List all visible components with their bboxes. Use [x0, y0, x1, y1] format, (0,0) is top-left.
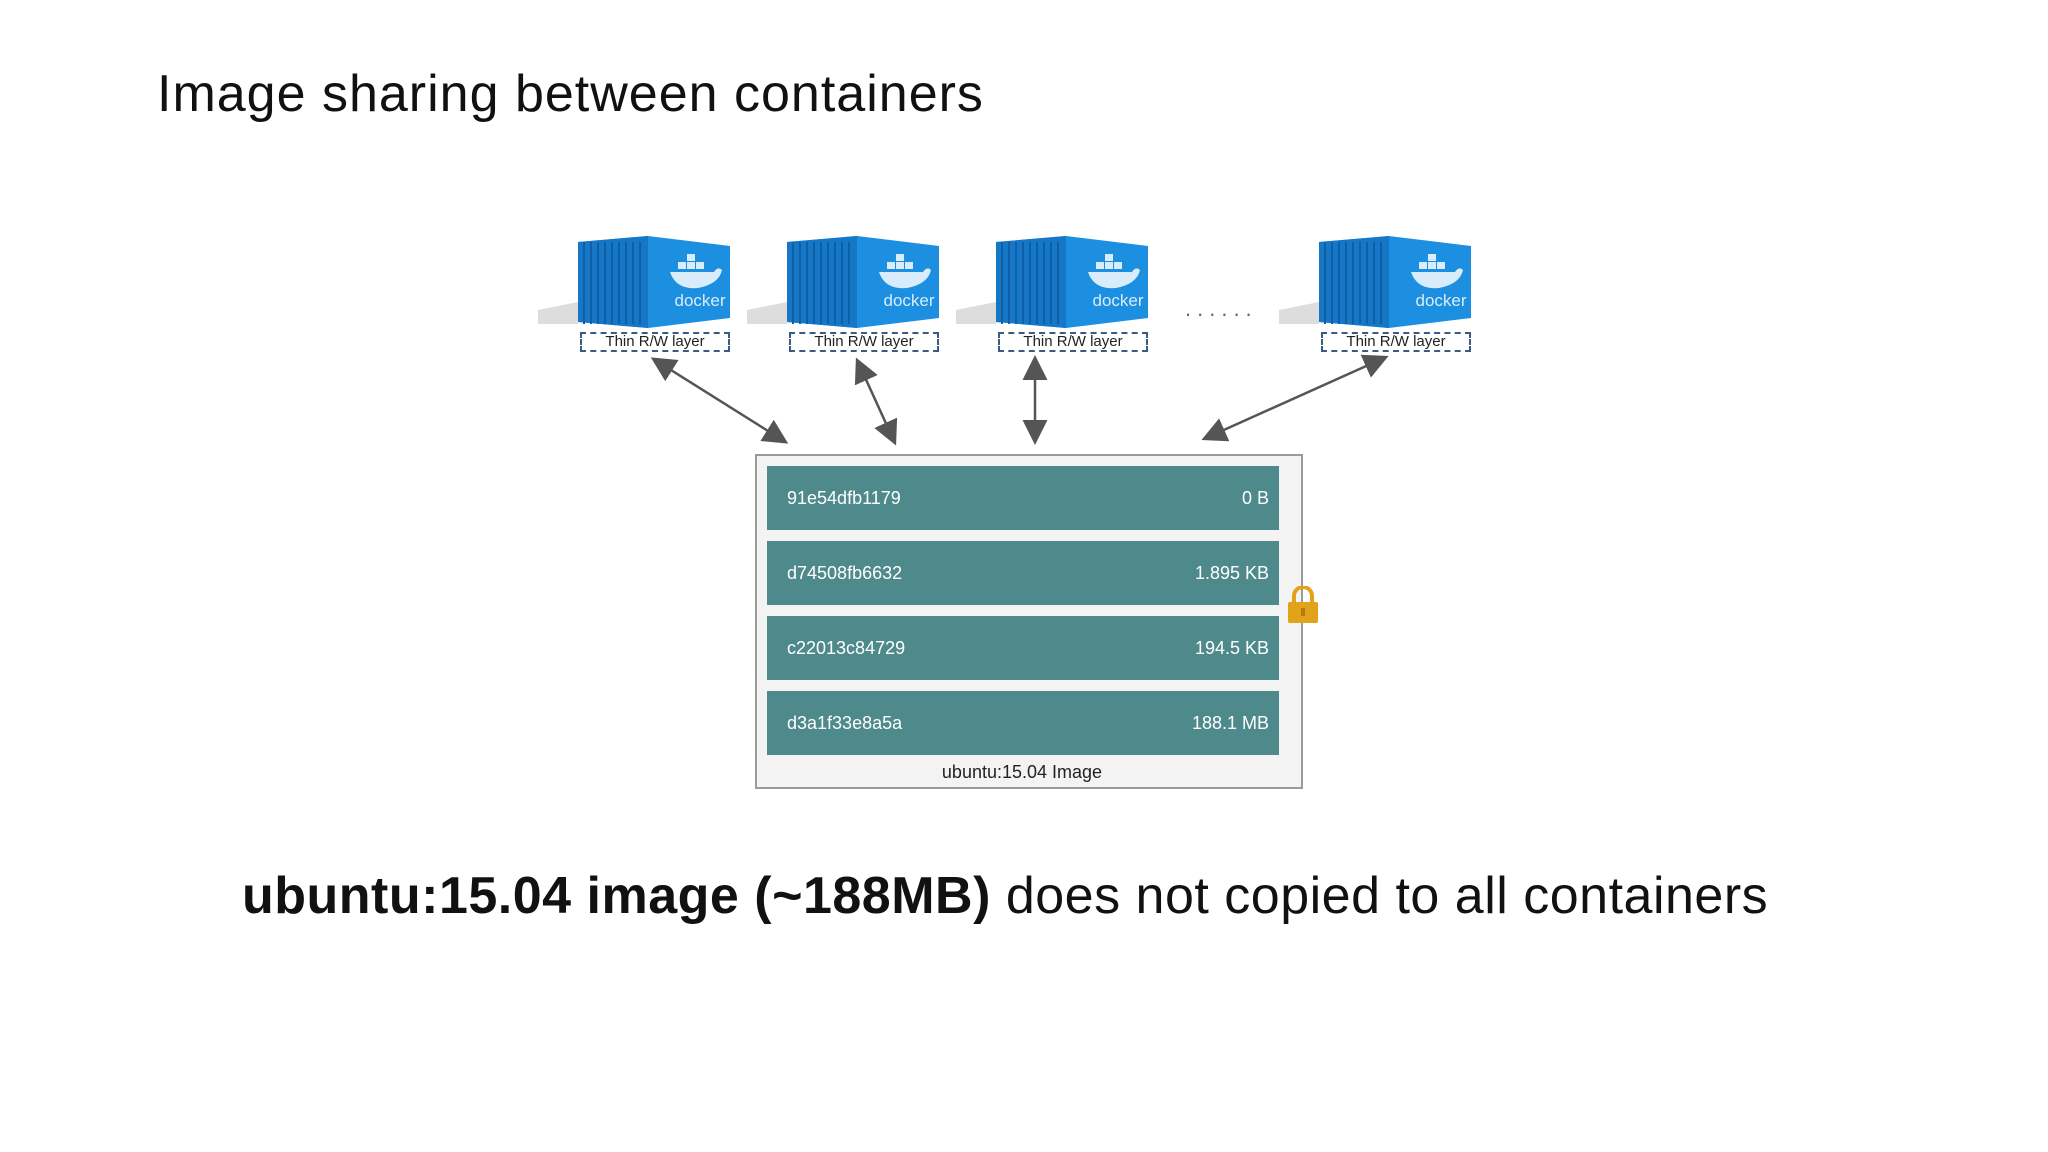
docker-logo-text: docker	[674, 291, 725, 310]
docker-container: docker Thin R/W layer	[1279, 232, 1499, 362]
ubuntu-image-box: 91e54dfb1179 0 B d74508fb6632 1.895 KB c…	[755, 454, 1303, 789]
layer-size: 0 B	[1241, 487, 1269, 508]
docker-whale-icon	[879, 254, 931, 289]
docker-logo-text: docker	[1415, 291, 1466, 310]
docker-whale-icon	[1088, 254, 1140, 289]
layer-row: d3a1f33e8a5a 188.1 MB	[767, 691, 1279, 755]
thin-rw-layer-label: Thin R/W layer	[789, 332, 939, 352]
arrow-4	[1201, 354, 1389, 442]
layer-size: 188.1 MB	[1191, 712, 1269, 733]
layer-row: 91e54dfb1179 0 B	[767, 466, 1279, 530]
shipping-container-icon: docker	[538, 236, 730, 328]
layer-row: d74508fb6632 1.895 KB	[767, 541, 1279, 605]
image-caption: ubuntu:15.04 Image	[941, 762, 1103, 782]
layer-row: c22013c84729 194.5 KB	[767, 616, 1279, 680]
layer-id: 91e54dfb1179	[787, 487, 901, 508]
docker-logo-text: docker	[883, 291, 934, 310]
footer-statement: ubuntu:15.04 image (~188MB) does not cop…	[242, 866, 1768, 926]
layer-id: c22013c84729	[787, 637, 906, 658]
layer-id: d74508fb6632	[787, 562, 903, 583]
slide-title: Image sharing between containers	[157, 65, 984, 123]
footer-normal-text: does not copied to all containers	[990, 867, 1769, 925]
footer-bold-text: ubuntu:15.04 image (~188MB)	[242, 867, 991, 925]
docker-container: docker Thin R/W layer	[538, 232, 758, 362]
arrow-1	[650, 357, 789, 444]
thin-rw-layer-label: Thin R/W layer	[1321, 332, 1471, 352]
arrow-2	[854, 357, 898, 446]
ellipsis: ......	[1185, 296, 1258, 321]
layer-size: 1.895 KB	[1194, 562, 1269, 583]
shipping-container-icon: docker	[1279, 236, 1471, 328]
docker-logo-text: docker	[1092, 291, 1143, 310]
lock-icon	[1288, 586, 1318, 623]
shipping-container-icon: docker	[747, 236, 939, 328]
docker-container: docker Thin R/W layer	[747, 232, 967, 362]
layer-size: 194.5 KB	[1194, 637, 1269, 658]
layer-id: d3a1f33e8a5a	[787, 712, 903, 733]
docker-container: docker Thin R/W layer	[956, 232, 1176, 362]
thin-rw-layer-label: Thin R/W layer	[580, 332, 730, 352]
docker-whale-icon	[1411, 254, 1463, 289]
docker-whale-icon	[670, 254, 722, 289]
thin-rw-layer-label: Thin R/W layer	[998, 332, 1148, 352]
shipping-container-icon: docker	[956, 236, 1148, 328]
